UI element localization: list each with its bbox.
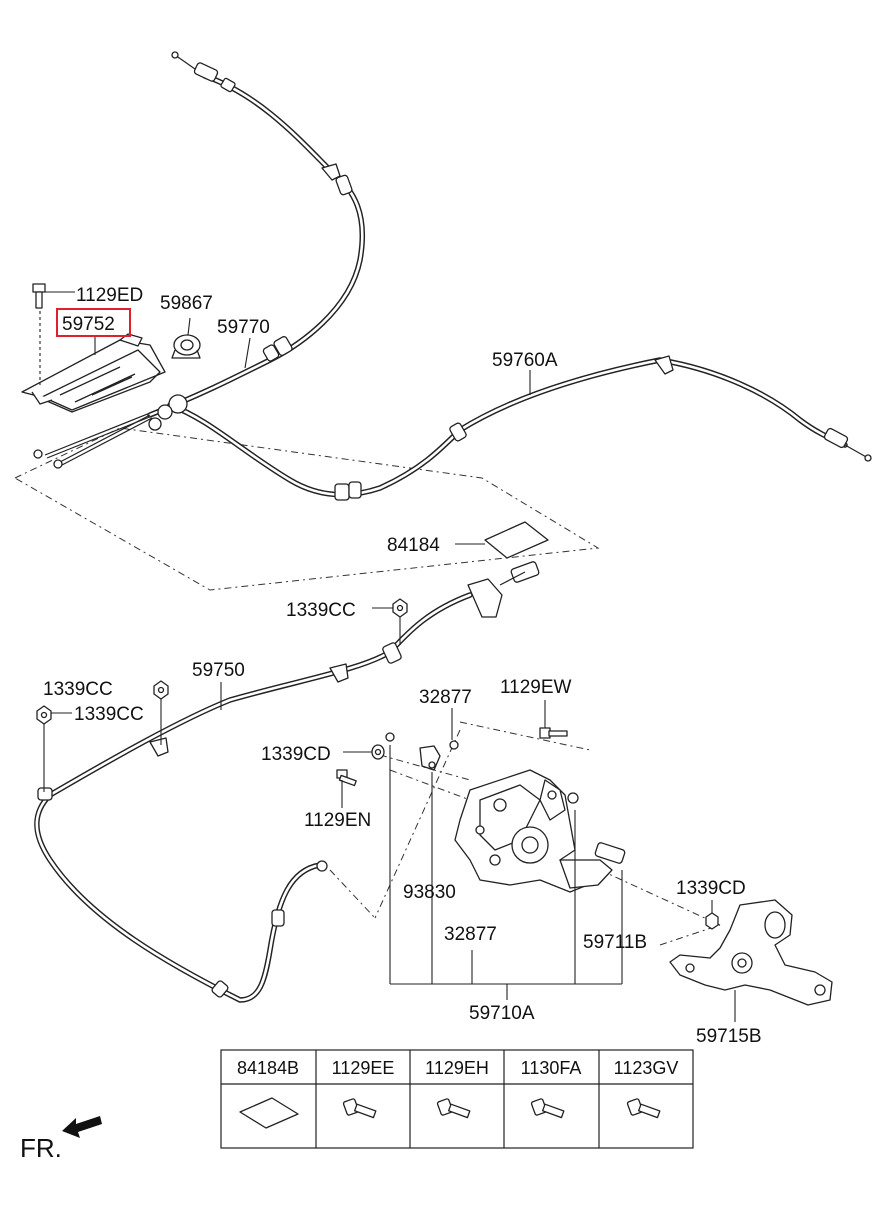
callout-1129EN: 1129EN bbox=[304, 810, 371, 831]
nut-1339CD-left bbox=[343, 744, 385, 760]
table-header-1123GV: 1123GV bbox=[614, 1058, 679, 1078]
callout-1339CC-top: 1339CC bbox=[286, 600, 356, 621]
clip-32877-top bbox=[449, 708, 459, 750]
table-header-1129EH: 1129EH bbox=[425, 1058, 489, 1078]
bolt-1129EW bbox=[539, 700, 568, 739]
dashed-group-frames bbox=[13, 427, 721, 946]
bolt-icon bbox=[342, 1098, 377, 1119]
callout-labels: 1129ED 59752 59867 59770 59760A 84184 13… bbox=[43, 285, 762, 1047]
callout-32877-bottom: 32877 bbox=[444, 924, 497, 945]
callout-1339CD-left: 1339CD bbox=[261, 744, 331, 765]
pad-icon bbox=[239, 1097, 299, 1129]
nut-1339CD-right bbox=[705, 900, 719, 930]
callout-59760A: 59760A bbox=[492, 350, 558, 371]
cable-59750 bbox=[34, 561, 540, 1003]
callout-59710A: 59710A bbox=[469, 1003, 535, 1024]
nut-1339CC-a bbox=[153, 680, 169, 745]
bolt-icon bbox=[530, 1098, 565, 1119]
pedal-assembly-59710A bbox=[454, 769, 626, 893]
callout-1339CC-a: 1339CC bbox=[43, 679, 113, 700]
cable-59760A bbox=[33, 355, 872, 501]
leader-lines bbox=[94, 317, 736, 1022]
bracket-59752 bbox=[21, 305, 166, 413]
arrow-left-icon bbox=[62, 1116, 102, 1138]
bolt-1129ED bbox=[32, 283, 75, 309]
callout-1339CD-right: 1339CD bbox=[676, 878, 746, 899]
callout-59715B: 59715B bbox=[696, 1026, 762, 1047]
highlight-box-59752 bbox=[56, 308, 131, 337]
bracket-59715B bbox=[669, 899, 833, 1006]
table-header-1130FA: 1130FA bbox=[521, 1058, 582, 1078]
callout-84184: 84184 bbox=[387, 535, 440, 556]
parts-table: 84184B 1129EE 1129EH 1130FA 1123GV bbox=[220, 1049, 694, 1149]
callout-59867: 59867 bbox=[160, 293, 213, 314]
clip-93830 bbox=[419, 745, 441, 771]
front-direction-marker: FR. bbox=[20, 1116, 102, 1163]
callout-59752: 59752 bbox=[62, 314, 115, 335]
bolt-icon bbox=[436, 1098, 471, 1119]
grommet-59867 bbox=[171, 334, 201, 359]
bolt-icon bbox=[626, 1098, 661, 1119]
table-header-84184B: 84184B bbox=[237, 1058, 299, 1078]
callout-32877-top: 32877 bbox=[419, 687, 472, 708]
callout-93830: 93830 bbox=[403, 882, 456, 903]
pad-84184 bbox=[455, 521, 549, 559]
clip-59711B bbox=[567, 792, 579, 804]
callout-59750: 59750 bbox=[192, 660, 245, 681]
nut-1339CC-b bbox=[36, 705, 72, 792]
front-label: FR. bbox=[20, 1133, 62, 1163]
callout-59770: 59770 bbox=[217, 317, 270, 338]
table-header-1129EE: 1129EE bbox=[332, 1058, 395, 1078]
nut-1339CC-top bbox=[372, 598, 408, 645]
callout-1339CC-b: 1339CC bbox=[74, 704, 144, 725]
bolt-1129EN bbox=[336, 769, 357, 808]
cable-59770 bbox=[53, 51, 366, 469]
bolt-32877-bottom bbox=[385, 732, 395, 742]
callout-1129ED: 1129ED bbox=[76, 285, 143, 306]
callout-1129EW: 1129EW bbox=[500, 677, 572, 698]
callout-59711B: 59711B bbox=[583, 932, 647, 953]
